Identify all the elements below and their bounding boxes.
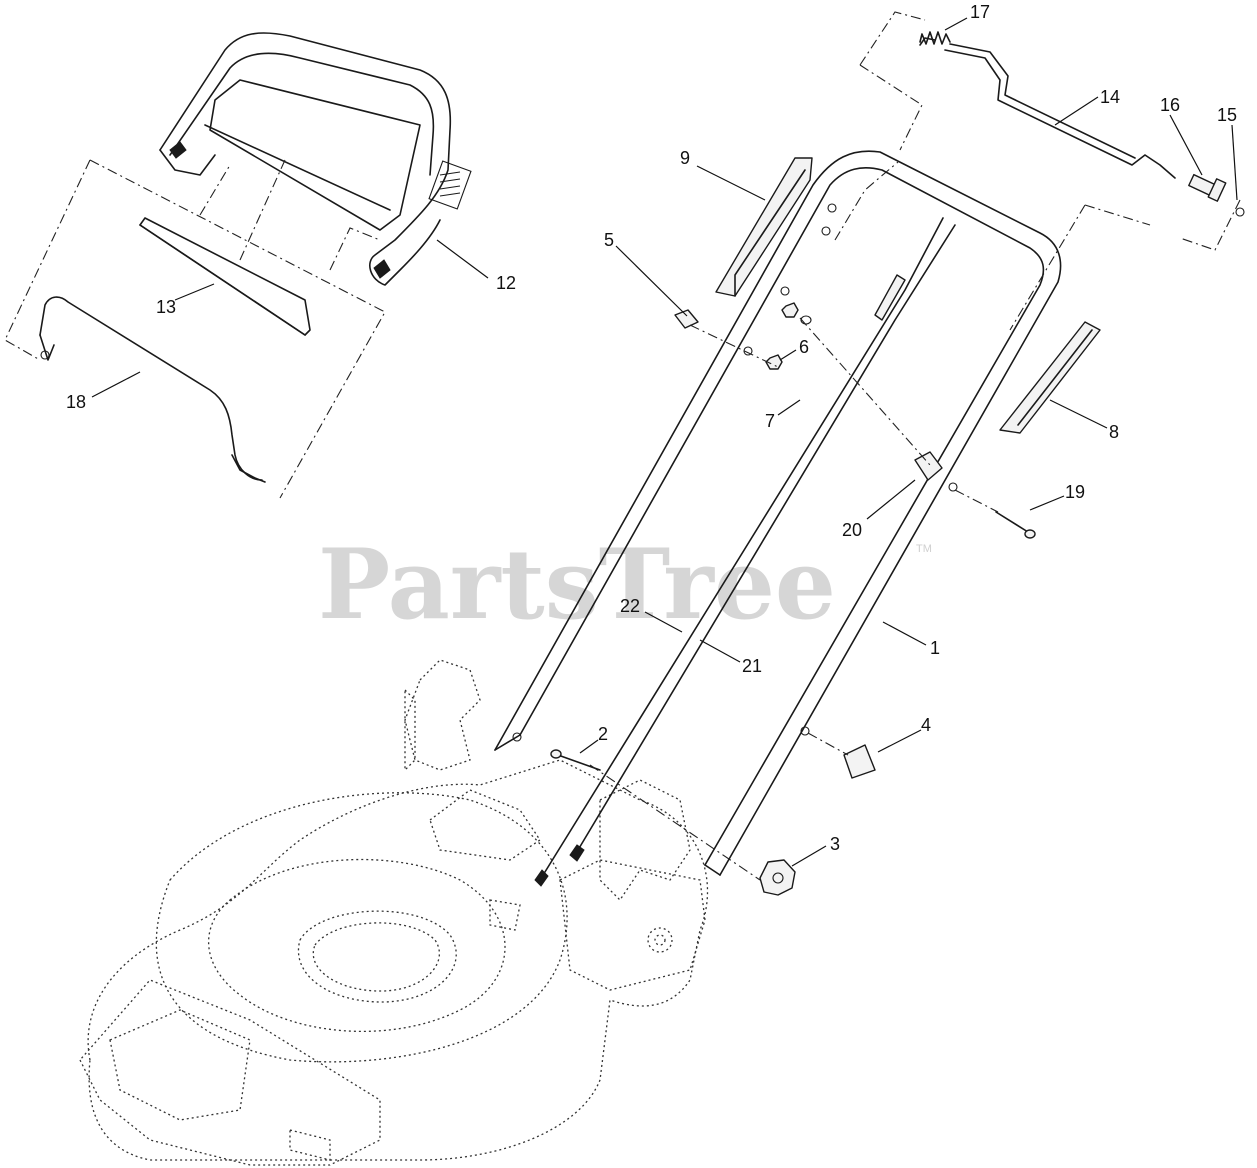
- callout-4: 4: [921, 715, 931, 735]
- callout-13: 13: [156, 297, 176, 317]
- callout-15: 15: [1217, 105, 1237, 125]
- handle-grip-9: [715, 157, 813, 297]
- small-parts: [550, 302, 1036, 896]
- rod-assembly-14: [919, 37, 1245, 217]
- callout-7: 7: [765, 411, 775, 431]
- callout-12: 12: [496, 273, 516, 293]
- callout-20: 20: [842, 520, 862, 540]
- callout-6: 6: [799, 337, 809, 357]
- control-cables: [534, 217, 956, 887]
- callout-18: 18: [66, 392, 86, 412]
- callouts: 1 2 3 4 5 6 7 8 9 12 13 14 15 16 17 18 1…: [66, 2, 1237, 854]
- callout-9: 9: [680, 148, 690, 168]
- mower-deck: [79, 659, 708, 1166]
- handle-grip-8: [999, 321, 1101, 434]
- leader-lines: [91, 17, 1238, 867]
- callout-1: 1: [930, 638, 940, 658]
- callout-19: 19: [1065, 482, 1085, 502]
- callout-16: 16: [1160, 95, 1180, 115]
- callout-21: 21: [742, 656, 762, 676]
- callout-14: 14: [1100, 87, 1120, 107]
- explosion-lines: [4, 11, 1241, 881]
- bar-13: [139, 217, 311, 336]
- bail-18: [39, 296, 266, 483]
- callout-2: 2: [598, 724, 608, 744]
- watermark-trademark: TM: [916, 543, 932, 555]
- spring-17: [919, 31, 951, 45]
- handle-assembly: [494, 150, 1062, 876]
- callout-22: 22: [620, 596, 640, 616]
- callout-17: 17: [970, 2, 990, 22]
- watermark-text: PartsTree: [318, 528, 836, 641]
- upper-bar-assembly-12: [159, 32, 472, 286]
- watermark: PartsTree TM: [318, 528, 932, 641]
- callout-5: 5: [604, 230, 614, 250]
- callout-8: 8: [1109, 422, 1119, 442]
- callout-3: 3: [830, 834, 840, 854]
